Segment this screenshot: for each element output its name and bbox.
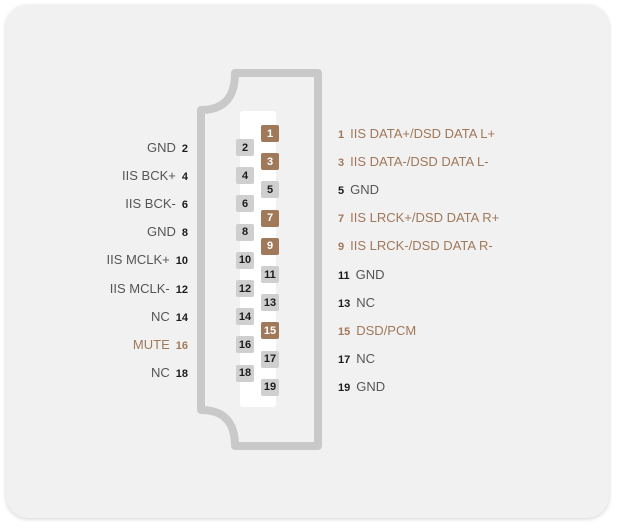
pin-label-3: 3 IIS DATA-/DSD DATA L- [338,153,489,171]
pin-label-2: GND 2 [0,139,188,157]
pin-signal-name: IIS LRCK-/DSD DATA R- [350,238,493,254]
pin-label-12: IIS MCLK- 12 [0,280,188,298]
pin-signal-name: NC [356,351,376,367]
pin-number: 19 [338,382,351,395]
pin-signal-name: IIS DATA+/DSD DATA L+ [350,125,496,141]
pin-label-19: 19 GND [338,378,385,396]
pin-6: 6 [236,195,254,213]
pin-number: 3 [338,156,345,169]
pin-number: 8 [181,227,188,240]
pin-number: 15 [338,325,351,338]
pin-number: 6 [181,198,188,211]
pin-signal-name: IIS DATA-/DSD DATA L- [350,153,489,169]
pin-number: 18 [175,368,188,381]
pin-11: 11 [261,266,279,283]
pin-signal-name: NC [150,308,170,324]
pin-10: 10 [236,251,254,269]
pin-signal-name: DSD/PCM [356,322,417,338]
pin-9: 9 [261,237,279,255]
pin-label-1: 1 IIS DATA+/DSD DATA L+ [338,125,495,143]
pin-signal-name: IIS MCLK- [109,280,170,296]
pin-3: 3 [261,153,279,171]
pin-12: 12 [236,280,254,297]
pin-signal-name: NC [356,294,376,310]
pin-signal-name: GND [146,139,176,155]
pin-signal-name: GND [146,224,176,240]
pin-17: 17 [261,350,279,368]
pin-label-11: 11 GND [338,266,385,284]
pin-number: 13 [338,297,351,310]
pin-number: 14 [175,311,188,324]
pin-signal-name: GND [356,379,386,395]
pin-4: 4 [236,167,254,185]
pin-label-16: MUTE 16 [0,336,188,354]
pin-2: 2 [236,139,254,156]
pin-label-17: 17 NC [338,350,375,368]
pin-signal-name: IIS BCK- [125,195,176,211]
pin-label-14: NC 14 [0,308,188,326]
pin-8: 8 [236,223,254,241]
pin-number: 2 [181,142,188,155]
pin-signal-name: IIS BCK+ [122,167,176,183]
diagram-card [6,5,609,518]
pin-signal-name: NC [150,365,170,381]
pin-label-13: 13 NC [338,294,375,312]
pin-number: 7 [338,213,345,226]
pin-number: 16 [175,339,188,352]
pin-16: 16 [236,336,254,354]
pin-label-15: 15 DSD/PCM [338,322,416,340]
pin-14: 14 [236,308,254,326]
pin-label-8: GND 8 [0,223,188,241]
pin-label-4: IIS BCK+ 4 [0,167,188,185]
pin-number: 5 [338,184,345,197]
pin-label-7: 7 IIS LRCK+/DSD DATA R+ [338,209,499,227]
pin-number: 12 [175,283,188,296]
pin-label-10: IIS MCLK+ 10 [0,251,188,269]
pin-number: 17 [338,354,351,367]
pin-19: 19 [261,378,279,396]
pin-13: 13 [261,294,279,312]
pin-5: 5 [261,181,279,199]
pin-signal-name: IIS LRCK+/DSD DATA R+ [350,210,500,226]
pin-number: 11 [338,269,350,282]
pin-1: 1 [261,125,279,142]
pin-number: 4 [181,170,188,183]
pin-number: 10 [175,255,188,268]
pin-18: 18 [236,364,254,382]
pin-number: 9 [338,241,345,254]
pin-label-9: 9 IIS LRCK-/DSD DATA R- [338,237,493,255]
pin-7: 7 [261,209,279,227]
pin-label-18: NC 18 [0,364,188,382]
pin-label-5: 5 GND [338,181,379,199]
pin-15: 15 [261,322,279,340]
pin-label-6: IIS BCK- 6 [0,195,188,213]
connector-shell [197,69,322,450]
pin-signal-name: MUTE [132,336,170,352]
pin-number: 1 [338,128,345,141]
pin-signal-name: IIS MCLK+ [106,252,170,268]
pin-signal-name: GND [350,181,380,197]
pin-signal-name: GND [355,266,385,282]
